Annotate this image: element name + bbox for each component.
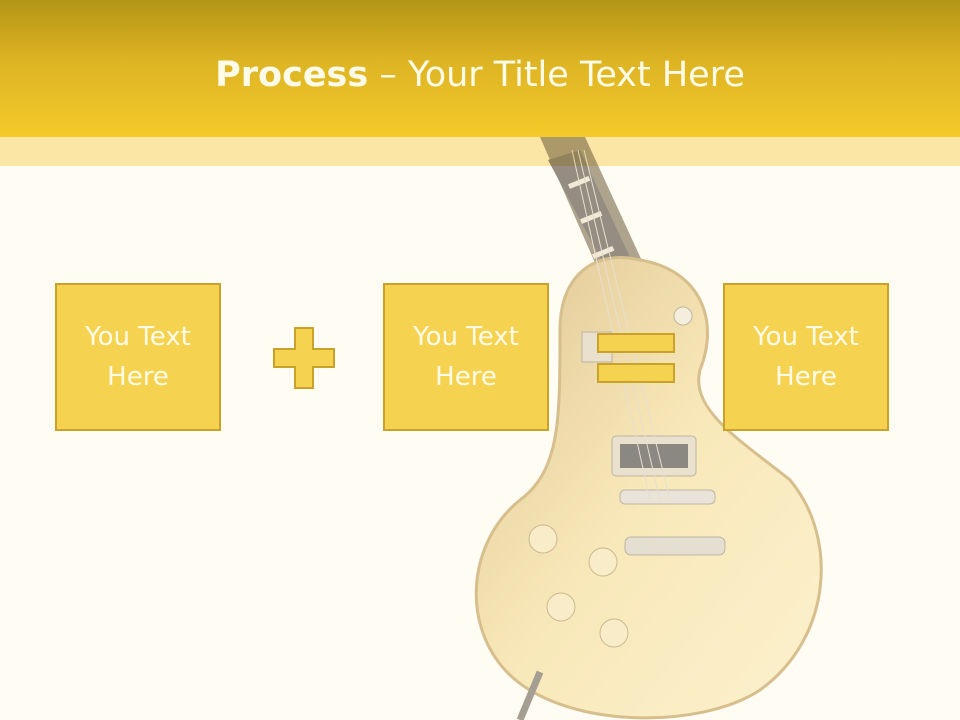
title-bold: Process xyxy=(215,55,369,95)
process-box-2-text: You Text Here xyxy=(413,322,519,392)
process-box-3[interactable]: You Text Here xyxy=(723,283,889,431)
title-rest: – Your Title Text Here xyxy=(368,55,745,95)
title-header-bar xyxy=(0,0,960,137)
guitar-background-image xyxy=(474,137,823,720)
process-box-2[interactable]: You Text Here xyxy=(383,283,549,431)
process-box-1-text: You Text Here xyxy=(85,322,191,392)
plus-icon xyxy=(273,327,335,389)
process-box-3-text: You Text Here xyxy=(753,322,859,392)
process-box-1[interactable]: You Text Here xyxy=(55,283,221,431)
slide-title: Process – Your Title Text Here xyxy=(0,54,960,96)
header-accent-band xyxy=(0,137,960,166)
equals-icon xyxy=(597,333,675,383)
